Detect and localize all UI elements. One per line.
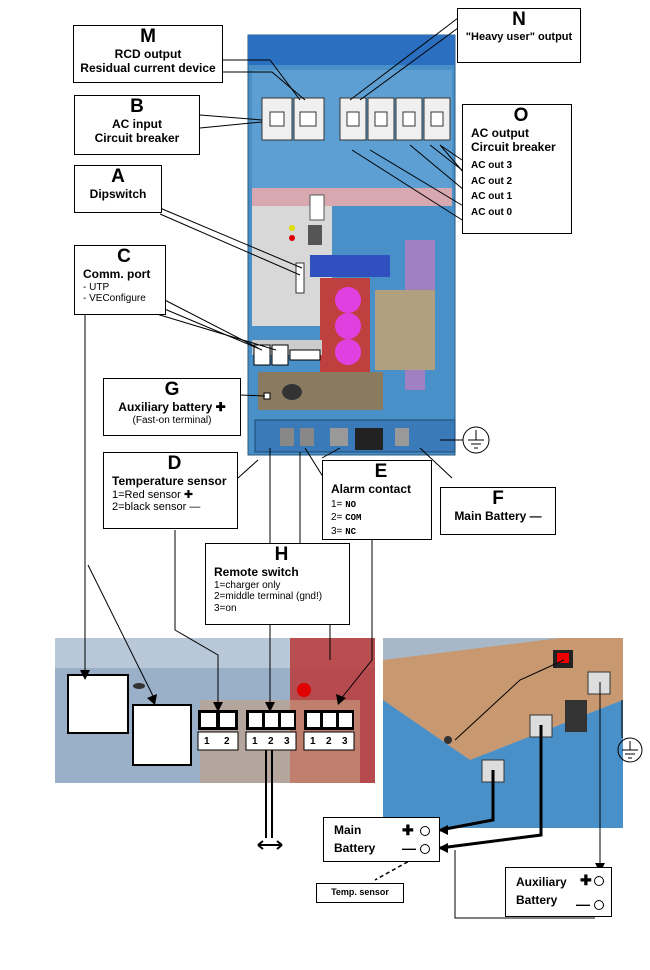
terminal-h-2: 2 (268, 736, 274, 747)
label-o: O AC output Circuit breaker AC out 3 AC … (462, 104, 572, 234)
label-a: A Dipswitch (74, 165, 162, 213)
label-e: E Alarm contact 1= NO 2= COM 3= NC (322, 460, 432, 540)
label-n: N "Heavy user" output (457, 8, 581, 63)
label-g: G Auxiliary battery ✚ (Fast-on terminal) (103, 378, 241, 436)
label-d: D Temperature sensor 1=Red sensor ✚ 2=bl… (103, 452, 238, 529)
main-battery-minus-terminal (420, 844, 430, 854)
main-battery-minus: — (402, 840, 416, 856)
aux-battery-plus: ✚ (580, 872, 592, 888)
terminal-panel (55, 638, 375, 850)
terminal-h-1: 1 (252, 736, 258, 747)
aux-battery-minus-terminal (594, 900, 604, 910)
terminal-e-3: 3 (342, 736, 348, 747)
aux-battery-minus: — (576, 896, 590, 912)
terminal-d-2: 2 (224, 736, 230, 747)
label-c: C Comm. port - UTP - VEConfigure (74, 245, 166, 315)
leader-lines (84, 17, 471, 710)
main-battery: Main Battery ✚ — (323, 817, 440, 862)
label-h: H Remote switch 1=charger only 2=middle … (205, 543, 350, 625)
terminal-d-1: 1 (204, 736, 210, 747)
terminal-h-3: 3 (284, 736, 290, 747)
aux-battery: Auxiliary Battery ✚ — (505, 867, 612, 917)
main-battery-plus-terminal (420, 826, 430, 836)
cable-arrowheads (414, 825, 605, 873)
arrowheads (80, 670, 346, 712)
label-b: B AC input Circuit breaker (74, 95, 200, 155)
aux-battery-plus-terminal (594, 876, 604, 886)
label-m: M RCD output Residual current device (73, 25, 223, 83)
terminal-e-1: 1 (310, 736, 316, 747)
ground-icon (440, 426, 490, 454)
label-f: F Main Battery — (440, 487, 556, 535)
inverter-unit (247, 34, 456, 456)
breaker-row (261, 97, 451, 141)
main-battery-plus: ✚ (402, 822, 414, 838)
terminal-e-2: 2 (326, 736, 332, 747)
temp-sensor: Temp. sensor (316, 883, 404, 903)
battery-panel (383, 638, 623, 828)
ground-icon-2 (617, 700, 643, 763)
